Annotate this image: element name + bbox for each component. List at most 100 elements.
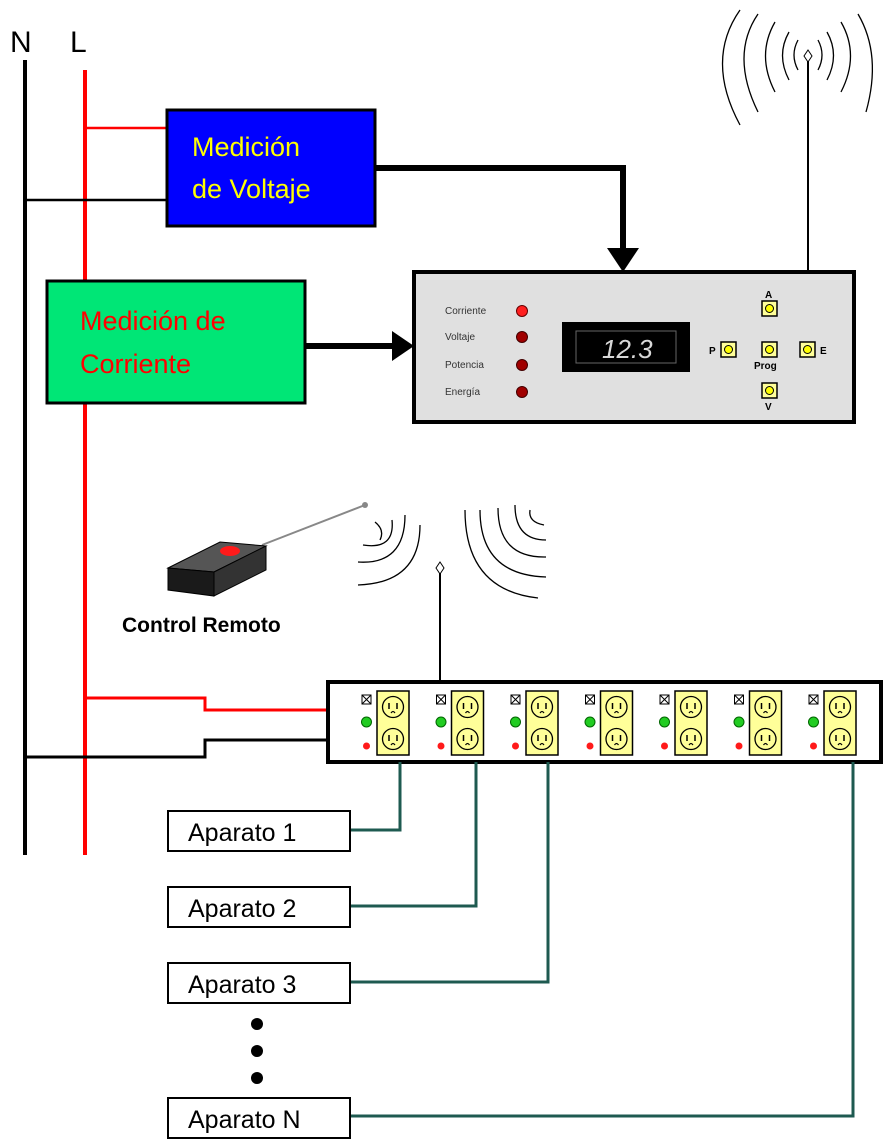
outlet-red-led bbox=[512, 742, 519, 750]
appliance-wire-3-the-one bbox=[350, 762, 548, 982]
socket-ground bbox=[539, 710, 545, 714]
socket-ground bbox=[390, 742, 396, 746]
remote-antenna-tip bbox=[362, 502, 368, 508]
outlet-green-led bbox=[733, 716, 745, 728]
socket-ground bbox=[390, 710, 396, 714]
appliance-wire-3-visible-trace bbox=[350, 762, 548, 982]
socket-ground bbox=[763, 742, 768, 746]
remote-label: Control Remoto bbox=[122, 614, 281, 637]
outlet-green-led bbox=[808, 716, 819, 728]
socket-ground bbox=[614, 742, 619, 746]
appliance-wire-1 bbox=[350, 762, 402, 832]
ellipsis-dot bbox=[251, 1072, 263, 1084]
socket-icon bbox=[754, 727, 777, 751]
outlet-group bbox=[733, 690, 783, 756]
appliance-wire-3-visible-wire bbox=[350, 762, 550, 984]
ellipsis-dot bbox=[251, 1018, 263, 1030]
appliance-label-n: Aparato N bbox=[188, 1106, 301, 1134]
outlet-group bbox=[510, 690, 559, 756]
indicator-label-corriente: Corriente bbox=[445, 306, 487, 317]
voltage-measurement-box bbox=[165, 108, 377, 228]
socket-icon bbox=[754, 695, 777, 719]
appliance-label-1: Aparato 1 bbox=[188, 819, 296, 847]
appliance-wire-n bbox=[350, 762, 855, 1118]
meter-display-screen bbox=[575, 330, 677, 364]
socket-ground bbox=[465, 742, 470, 746]
strip-live-feed bbox=[85, 696, 328, 712]
socket-ground bbox=[763, 710, 768, 714]
button-right-dot bbox=[803, 345, 812, 354]
appliance-box-3 bbox=[167, 962, 351, 1004]
strip-antenna-tip bbox=[435, 561, 445, 575]
current-arrow-head bbox=[392, 331, 414, 361]
appliance-box-n bbox=[167, 1097, 351, 1139]
indicator-led-corriente bbox=[516, 305, 528, 317]
socket-icon bbox=[605, 695, 628, 719]
appliance-label-3: Aparato 3 bbox=[188, 971, 296, 999]
neutral-line-label: N bbox=[10, 26, 32, 59]
ellipsis-dot bbox=[251, 1045, 263, 1057]
outlet-switch-mark bbox=[734, 694, 744, 705]
socket-icon bbox=[530, 727, 554, 751]
button-label-center: Prog bbox=[754, 361, 777, 372]
socket-ground bbox=[465, 710, 470, 714]
socket-icon bbox=[530, 695, 554, 719]
button-label-left: P bbox=[709, 346, 716, 357]
remote-antenna bbox=[261, 504, 366, 546]
indicator-led-energia bbox=[516, 386, 528, 398]
outlet-red-led bbox=[363, 742, 370, 750]
current-box-line1: Medición de bbox=[80, 306, 226, 336]
indicator-led-potencia bbox=[516, 359, 528, 371]
outlet-red-led bbox=[810, 742, 817, 750]
voltage-box-line2: de Voltaje bbox=[192, 174, 311, 204]
outlet-red-led bbox=[735, 742, 743, 750]
strip-radio-waves bbox=[357, 504, 547, 599]
outlet-group bbox=[808, 690, 857, 756]
button-label-up: A bbox=[765, 290, 772, 301]
outlet-group bbox=[361, 690, 410, 756]
outlet-group bbox=[659, 690, 708, 756]
voltage-signal-arrow bbox=[375, 165, 626, 252]
outlet-green-led bbox=[361, 716, 372, 728]
button-center-dot bbox=[765, 345, 774, 354]
outlet-green-led bbox=[659, 716, 670, 728]
appliance-label-2: Aparato 2 bbox=[188, 895, 296, 923]
button-label-right: E bbox=[820, 346, 827, 357]
appliance-box-1 bbox=[167, 810, 351, 852]
indicator-label-voltaje: Voltaje bbox=[445, 332, 475, 343]
socket-icon bbox=[381, 695, 405, 719]
socket-icon bbox=[381, 727, 405, 751]
button-left-dot bbox=[724, 345, 733, 354]
meter-radio-waves bbox=[721, 9, 873, 126]
socket-icon bbox=[828, 727, 852, 751]
appliance-box-2 bbox=[167, 886, 351, 928]
outlet-green-led bbox=[510, 716, 521, 728]
socket-icon bbox=[456, 695, 479, 719]
outlet-switch-mark bbox=[585, 694, 595, 705]
socket-ground bbox=[688, 710, 694, 714]
outlet-switch-mark bbox=[436, 694, 446, 705]
remote-button-icon bbox=[220, 546, 240, 556]
meter-antenna-tip bbox=[803, 49, 813, 63]
power-strip-outlets bbox=[361, 690, 857, 756]
button-label-down: V bbox=[765, 402, 772, 413]
outlet-switch-mark bbox=[361, 694, 372, 705]
indicator-led-voltaje bbox=[516, 331, 528, 343]
outlet-red-led bbox=[437, 742, 445, 750]
outlet-switch-mark bbox=[510, 694, 521, 705]
indicator-label-potencia: Potencia bbox=[445, 360, 484, 371]
live-line-label: L bbox=[70, 26, 87, 59]
outlet-red-led bbox=[586, 742, 594, 750]
outlet-green-led bbox=[435, 716, 447, 728]
socket-icon bbox=[605, 727, 628, 751]
outlet-group bbox=[584, 690, 634, 756]
current-measurement-box bbox=[45, 279, 307, 405]
socket-ground bbox=[837, 710, 843, 714]
appliance-wire-2 bbox=[350, 762, 478, 908]
remote-control-icon bbox=[166, 502, 368, 597]
socket-ground bbox=[688, 742, 694, 746]
socket-ground bbox=[837, 742, 843, 746]
outlet-green-led bbox=[584, 716, 596, 728]
voltage-arrow-head bbox=[607, 248, 639, 272]
